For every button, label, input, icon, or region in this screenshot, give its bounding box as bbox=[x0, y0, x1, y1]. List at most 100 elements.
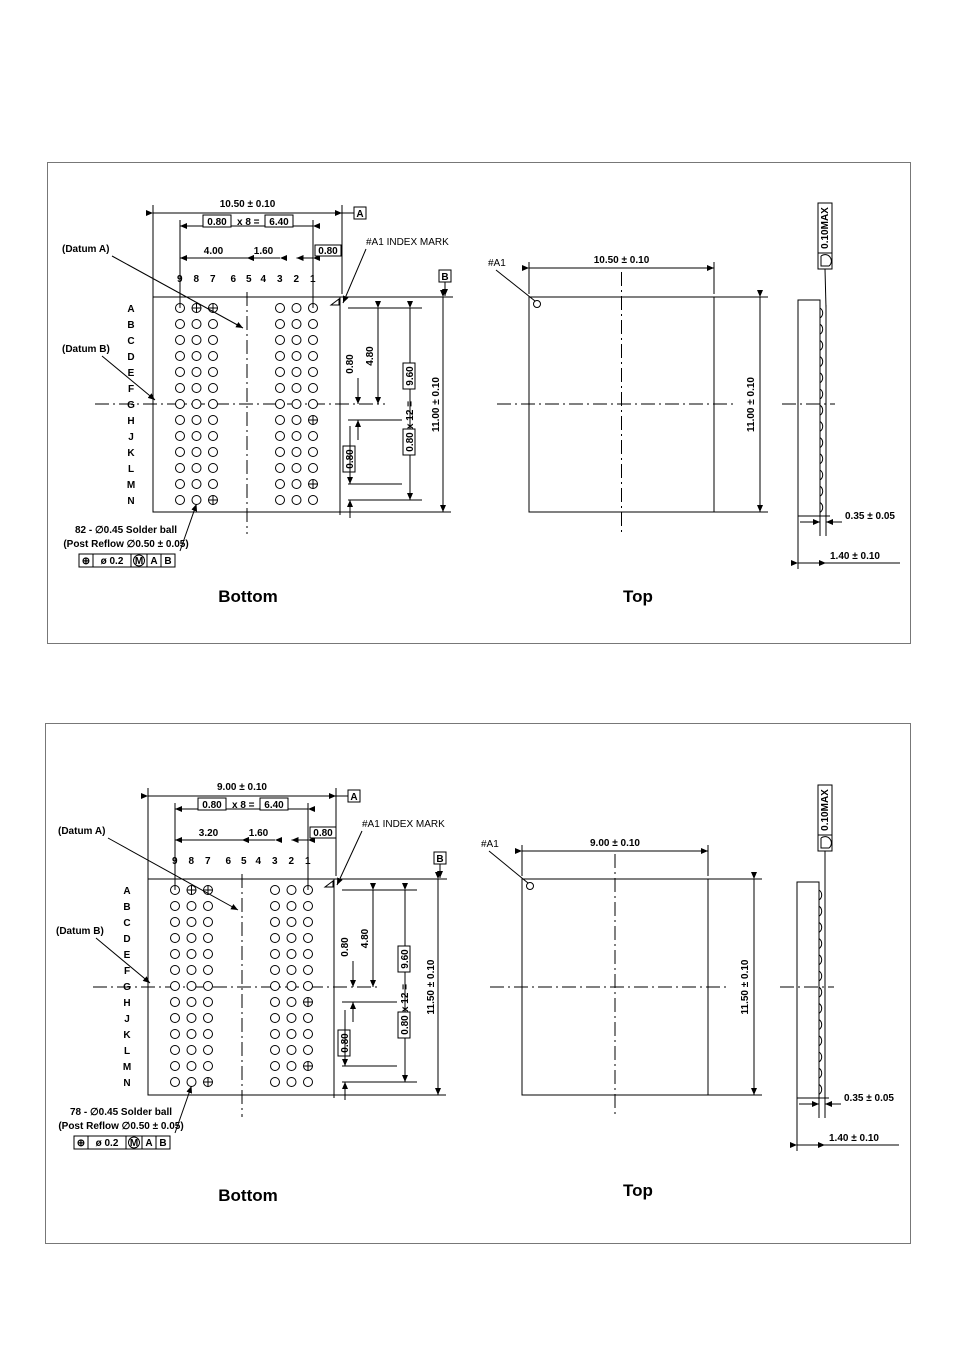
row-total-text: 9.60 bbox=[400, 949, 411, 969]
solder-ball bbox=[286, 917, 297, 927]
side-ball bbox=[818, 986, 823, 998]
column-number: 8 bbox=[194, 274, 200, 285]
row-letter: C bbox=[123, 918, 130, 929]
solder-ball bbox=[191, 447, 202, 457]
side-view-body bbox=[797, 299, 821, 517]
row-letter: K bbox=[127, 448, 135, 459]
solder-ball-leader bbox=[179, 503, 198, 552]
solder-ball bbox=[186, 1029, 197, 1039]
row-letter: D bbox=[127, 352, 134, 363]
fcf-tolerance: ø 0.2 bbox=[96, 1138, 119, 1149]
solder-ball bbox=[191, 415, 202, 425]
datum-a-letter: A bbox=[356, 209, 363, 220]
column-number: 6 bbox=[226, 856, 232, 867]
datum-a-box bbox=[347, 789, 361, 803]
solder-ball bbox=[170, 949, 180, 959]
solder-ball bbox=[191, 479, 202, 489]
top-width-text: 9.00 ± 0.10 bbox=[590, 838, 640, 849]
flatness-symbol bbox=[820, 254, 832, 267]
column-number: 5 bbox=[246, 274, 252, 285]
solder-ball bbox=[291, 335, 302, 345]
a1-label: #A1 bbox=[488, 258, 506, 269]
solder-ball bbox=[275, 495, 285, 505]
solder-ball bbox=[275, 447, 285, 457]
pitch-text: 0.80 bbox=[207, 217, 227, 228]
solder-ball bbox=[286, 997, 297, 1007]
solder-ball bbox=[291, 447, 302, 457]
solder-ball bbox=[175, 335, 185, 345]
solder-ball bbox=[286, 933, 297, 943]
solder-ball bbox=[308, 367, 318, 377]
pitch-text: 0.80 bbox=[202, 800, 222, 811]
side-ball bbox=[819, 453, 824, 465]
solder-ball bbox=[203, 933, 213, 943]
solder-ball bbox=[270, 1045, 280, 1055]
solder-ball bbox=[286, 981, 297, 991]
half-height-text: 4.80 bbox=[365, 346, 376, 366]
solder-ball bbox=[286, 1061, 297, 1071]
flatness-symbol-box bbox=[817, 834, 833, 852]
solder-ball bbox=[191, 399, 202, 409]
solder-ball bbox=[303, 1077, 313, 1087]
side-ball bbox=[819, 404, 824, 416]
pitch-total-box bbox=[264, 214, 294, 228]
solder-ball bbox=[208, 351, 218, 361]
solder-ball bbox=[291, 495, 302, 505]
solder-ball bbox=[308, 335, 318, 345]
solder-ball bbox=[208, 479, 218, 489]
row-letter: L bbox=[128, 464, 134, 475]
pitch-mult-text: x 8 = bbox=[232, 800, 255, 811]
solder-ball bbox=[175, 383, 185, 393]
solder-ball bbox=[191, 351, 202, 361]
top-width-text: 10.50 ± 0.10 bbox=[594, 255, 650, 266]
solder-ball bbox=[275, 367, 285, 377]
solder-ball bbox=[203, 965, 213, 975]
solder-ball bbox=[170, 981, 180, 991]
solder-ball bbox=[175, 495, 185, 505]
top-height-text: 11.50 ± 0.10 bbox=[740, 959, 751, 1014]
solder-ball bbox=[270, 885, 280, 895]
solder-ball bbox=[270, 901, 280, 911]
side-ball bbox=[819, 372, 824, 384]
solder-ball bbox=[286, 949, 297, 959]
pitch-total-box bbox=[259, 797, 289, 811]
solder-ball bbox=[270, 997, 280, 1007]
row-letter: E bbox=[124, 950, 131, 961]
row-letter: M bbox=[123, 1062, 131, 1073]
solder-ball bbox=[303, 917, 313, 927]
side-ball bbox=[818, 1083, 823, 1095]
bottom-view-label: Bottom bbox=[218, 587, 277, 606]
datum-b-letter: B bbox=[436, 854, 443, 865]
drawing-panel-top bbox=[47, 162, 911, 644]
bottom-pitch-box bbox=[342, 445, 356, 473]
side-ball bbox=[818, 889, 823, 901]
solder-ball bbox=[275, 415, 285, 425]
solder-ball bbox=[286, 965, 297, 975]
solder-ball bbox=[291, 351, 302, 361]
row-letter: H bbox=[127, 416, 134, 427]
solder-ball bbox=[303, 949, 313, 959]
solder-ball bbox=[186, 933, 197, 943]
row-letter: M bbox=[127, 480, 135, 491]
solder-ball bbox=[175, 351, 185, 361]
row-total-text: 9.60 bbox=[405, 366, 416, 386]
a1-label: #A1 bbox=[481, 839, 499, 850]
solder-ball bbox=[203, 949, 213, 959]
flatness-text: 0.10MAX bbox=[820, 789, 831, 831]
solder-ball bbox=[270, 917, 280, 927]
solder-ball bbox=[208, 335, 218, 345]
pitch-total-text: 6.40 bbox=[269, 217, 289, 228]
index-mark-leader bbox=[336, 830, 363, 886]
reflow-note: (Post Reflow ∅0.50 ± 0.05) bbox=[58, 1121, 183, 1132]
flatness-symbol-box bbox=[817, 252, 833, 270]
solder-ball bbox=[186, 1061, 197, 1071]
solder-ball bbox=[186, 949, 197, 959]
solder-ball bbox=[170, 1013, 180, 1023]
side-ball bbox=[819, 388, 824, 400]
row-pitch-box-text: 0.80 bbox=[400, 1015, 411, 1035]
solder-ball bbox=[275, 431, 285, 441]
row-letter: K bbox=[123, 1030, 131, 1041]
solder-ball bbox=[191, 319, 202, 329]
solder-ball bbox=[203, 917, 213, 927]
fcf-position-symbol: ⊕ bbox=[77, 1138, 85, 1149]
